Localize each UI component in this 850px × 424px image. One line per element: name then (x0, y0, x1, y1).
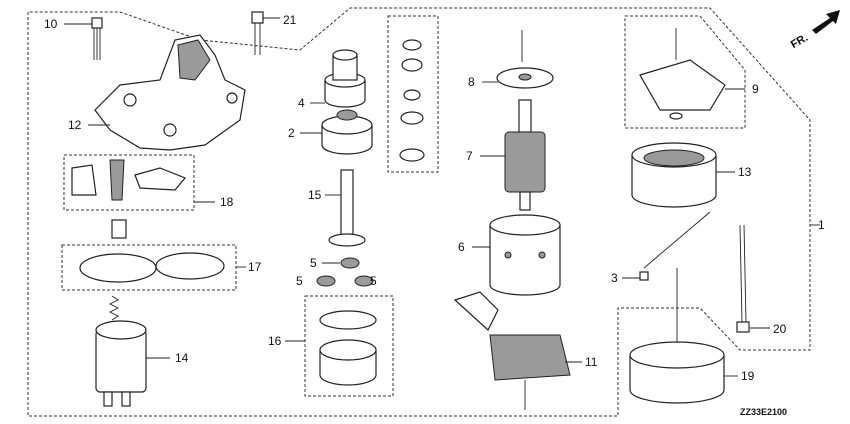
callout-15[interactable]: 15 (308, 188, 322, 202)
callout-7[interactable]: 7 (466, 149, 473, 163)
callout-3[interactable]: 3 (611, 271, 618, 285)
part-13-end-cover[interactable] (631, 142, 735, 208)
callout-1[interactable]: 1 (818, 218, 825, 232)
part-9-plate[interactable] (639, 28, 745, 120)
part-11-brush-holder[interactable] (453, 291, 582, 410)
front-direction-indicator: FR. (789, 10, 840, 51)
callout-9[interactable]: 9 (752, 82, 759, 96)
callout-2[interactable]: 2 (288, 126, 295, 140)
callout-18[interactable]: 18 (220, 195, 234, 209)
callout-10[interactable]: 10 (44, 17, 58, 31)
callout-20[interactable]: 20 (773, 322, 787, 336)
callout-21[interactable]: 21 (283, 13, 297, 27)
callout-5[interactable]: 5 (310, 256, 317, 270)
part-5-gears[interactable] (316, 257, 374, 287)
part-21-bolt[interactable] (251, 11, 280, 55)
part-6-yoke[interactable] (472, 214, 561, 296)
callout-11[interactable]: 11 (585, 355, 598, 369)
callout-8[interactable]: 8 (468, 75, 475, 89)
callout-14[interactable]: 14 (175, 351, 189, 365)
washer-set (399, 39, 425, 162)
part-10-bolt[interactable] (64, 17, 103, 60)
part-3-screw[interactable] (622, 211, 711, 281)
callouts: 1 2 3 4 5 5 5 6 7 8 9 10 11 12 13 14 15 … (44, 13, 825, 383)
front-label: FR. (789, 32, 810, 51)
front-arrow-icon (812, 10, 840, 34)
callout-16[interactable]: 16 (268, 334, 282, 348)
part-15-shaft[interactable] (325, 169, 366, 247)
part-4-pinion[interactable] (310, 49, 366, 108)
callout-4[interactable]: 4 (298, 96, 305, 110)
group-outlines (27, 7, 811, 417)
part-18-lever[interactable] (71, 159, 215, 239)
callout-6[interactable]: 6 (458, 240, 465, 254)
callout-12[interactable]: 12 (68, 118, 82, 132)
diagram-code: ZZ33E2100 (740, 407, 787, 417)
callout-19[interactable]: 19 (741, 369, 755, 383)
callout-5[interactable]: 5 (370, 274, 377, 288)
callout-17[interactable]: 17 (248, 260, 262, 274)
part-14-solenoid[interactable] (95, 295, 170, 407)
part-7-armature[interactable] (480, 99, 546, 211)
part-16-ring-gear[interactable] (285, 310, 377, 386)
part-19-cover-band[interactable] (629, 268, 738, 404)
callout-5[interactable]: 5 (296, 274, 303, 288)
callout-13[interactable]: 13 (738, 165, 752, 179)
part-8-plate[interactable] (482, 30, 554, 89)
part-2-clutch[interactable] (300, 109, 373, 155)
part-20-through-bolt[interactable] (736, 224, 770, 333)
part-12-housing[interactable] (88, 34, 246, 151)
part-17-gaskets[interactable] (79, 252, 246, 283)
